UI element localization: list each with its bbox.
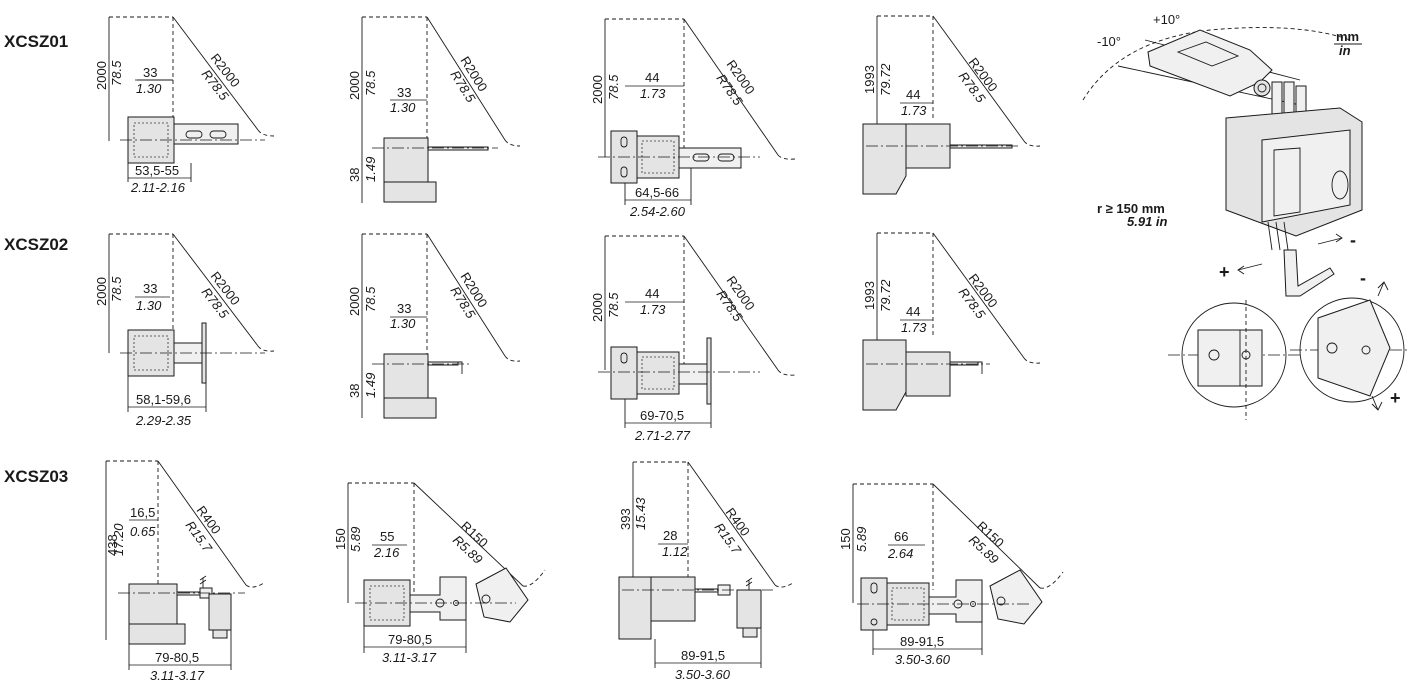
dim-width: 58,1-59,6 — [136, 392, 191, 407]
dim-offset: 33 — [397, 85, 411, 100]
dim-offset-in: 1.12 — [662, 544, 688, 559]
view-xcsz03-1: 16,5 0.65 438 17.20 R400 R15.7 79-80,5 3… — [105, 460, 265, 683]
dim-base-height-in: 1.49 — [363, 157, 378, 182]
dim-base-height: 38 — [347, 384, 362, 398]
dim-offset-in: 1.30 — [136, 298, 162, 313]
dim-width-in: 3.11-3.17 — [150, 668, 205, 683]
dim-height-in: 78.5 — [606, 292, 621, 318]
dim-width-in: 3.11-3.17 — [382, 650, 437, 665]
motion-minus-right: - — [1360, 268, 1366, 288]
motion-plus-left: + — [1219, 262, 1230, 282]
detail-circle-right: - + — [1290, 268, 1410, 411]
motion-plus-right: + — [1390, 388, 1401, 408]
dim-offset: 66 — [894, 529, 908, 544]
dim-width-in: 3.50-3.60 — [895, 652, 951, 667]
dim-width: 89-91,5 — [900, 634, 944, 649]
dim-height-in: 78.5 — [109, 60, 124, 86]
dim-height: 393 — [618, 508, 633, 530]
row-label-xcsz02: XCSZ02 — [4, 235, 68, 254]
view-xcsz02-1: 33 1.30 2000 78.5 R2000 R78.5 58,1-59,6 … — [94, 233, 275, 428]
radius-note-mm: r ≥ 150 mm — [1097, 201, 1165, 216]
dim-offset-in: 1.30 — [390, 316, 416, 331]
view-xcsz03-3: 28 1.12 393 15.43 R400 R15.7 89-91,5 3.5… — [618, 461, 794, 682]
dim-offset-in: 2.64 — [887, 546, 913, 561]
dim-width: 53,5-55 — [135, 163, 179, 178]
units-legend: mm in — [1334, 29, 1362, 58]
detail-circle-left — [1168, 300, 1300, 420]
view-xcsz03-4: 66 2.64 150 5.89 R150 R5.89 89-91,5 3.50… — [838, 483, 1064, 667]
dim-width: 69-70,5 — [640, 408, 684, 423]
dim-offset: 33 — [397, 301, 411, 316]
view-xcsz02-2: 33 1.30 2000 78.5 R2000 R78.5 38 1.49 — [347, 233, 521, 419]
view-xcsz01-1: 33 1.30 2000 78.5 R2000 R78.5 53,5-55 2.… — [94, 16, 275, 195]
dim-height-in: 78.5 — [109, 276, 124, 302]
dim-offset: 44 — [906, 304, 920, 319]
dim-height-in: 15.43 — [633, 497, 648, 530]
dim-height-in: 5.89 — [854, 527, 869, 552]
dim-base-height: 38 — [347, 168, 362, 182]
view-xcsz03-2: 55 2.16 150 5.89 R150 R5.89 79-80,5 3.11… — [333, 482, 546, 665]
dim-height: 2000 — [347, 287, 362, 316]
dim-height-in: 79.72 — [878, 279, 893, 312]
dim-offset-in: 1.30 — [390, 100, 416, 115]
dim-height: 1993 — [862, 65, 877, 94]
dim-offset: 28 — [663, 528, 677, 543]
dim-offset-in: 0.65 — [130, 524, 156, 539]
motion-minus-upper: - — [1350, 230, 1356, 250]
view-xcsz01-2: 33 1.30 2000 78.5 R2000 R78.5 38 1.49 — [347, 16, 521, 203]
dim-offset-in: 1.73 — [901, 320, 927, 335]
dim-height-in: 79.72 — [878, 63, 893, 96]
dim-height: 150 — [838, 528, 853, 550]
dim-height: 2000 — [590, 75, 605, 104]
dim-height-in: 78.5 — [606, 74, 621, 100]
angle-negative: -10° — [1097, 34, 1121, 49]
dim-height: 1993 — [862, 281, 877, 310]
dim-width-in: 2.29-2.35 — [135, 413, 192, 428]
dim-height-in: 78.5 — [363, 70, 378, 96]
dim-height: 2000 — [94, 277, 109, 306]
dim-offset: 55 — [380, 529, 394, 544]
view-xcsz02-3: 44 1.73 2000 78.5 R2000 R78.5 69-70,5 2.… — [590, 235, 796, 443]
dim-height: 2000 — [590, 293, 605, 322]
view-xcsz01-3: 44 1.73 2000 78.5 R2000 R78.5 64,5-66 2.… — [590, 18, 796, 219]
dim-offset: 44 — [645, 70, 659, 85]
dim-width-in: 2.11-2.16 — [130, 180, 186, 195]
dim-offset-in: 1.73 — [901, 103, 927, 118]
units-in: in — [1339, 43, 1351, 58]
dim-height: 438 — [105, 534, 120, 556]
dim-offset-in: 1.30 — [136, 81, 162, 96]
row-label-xcsz03: XCSZ03 — [4, 467, 68, 486]
dim-offset: 16,5 — [130, 505, 155, 520]
radius-note-in: 5.91 in — [1127, 214, 1168, 229]
dim-width-in: 3.50-3.60 — [675, 667, 731, 682]
units-mm: mm — [1336, 29, 1359, 44]
switch-isometric-illustration: +10° -10° - + r ≥ 150 mm 5.91 in — [1082, 12, 1363, 297]
dim-height: 150 — [333, 528, 348, 550]
dim-width-in: 2.54-2.60 — [629, 204, 686, 219]
dim-height-in: 78.5 — [363, 286, 378, 312]
row-label-xcsz01: XCSZ01 — [4, 32, 68, 51]
dim-offset-in: 1.73 — [640, 86, 666, 101]
dim-width: 64,5-66 — [635, 185, 679, 200]
dim-width: 89-91,5 — [681, 648, 725, 663]
view-xcsz02-4: 44 1.73 1993 79.72 R2000 R78.5 — [862, 232, 1041, 411]
angle-positive: +10° — [1153, 12, 1180, 27]
dim-height: 2000 — [94, 61, 109, 90]
dim-offset: 44 — [645, 286, 659, 301]
dim-width: 79-80,5 — [388, 632, 432, 647]
dim-offset: 44 — [906, 87, 920, 102]
dim-width: 79-80,5 — [155, 650, 199, 665]
dim-offset-in: 2.16 — [373, 545, 400, 560]
dim-height-in: 5.89 — [348, 527, 363, 552]
dim-height: 2000 — [347, 71, 362, 100]
dim-base-height-in: 1.49 — [363, 373, 378, 398]
dim-offset-in: 1.73 — [640, 302, 666, 317]
dim-width-in: 2.71-2.77 — [634, 428, 691, 443]
dim-offset: 33 — [143, 65, 157, 80]
dim-height-in: 17.20 — [111, 523, 126, 556]
view-xcsz01-4: 44 1.73 1993 79.72 R2000 R78.5 — [862, 15, 1041, 195]
dim-offset: 33 — [143, 281, 157, 296]
